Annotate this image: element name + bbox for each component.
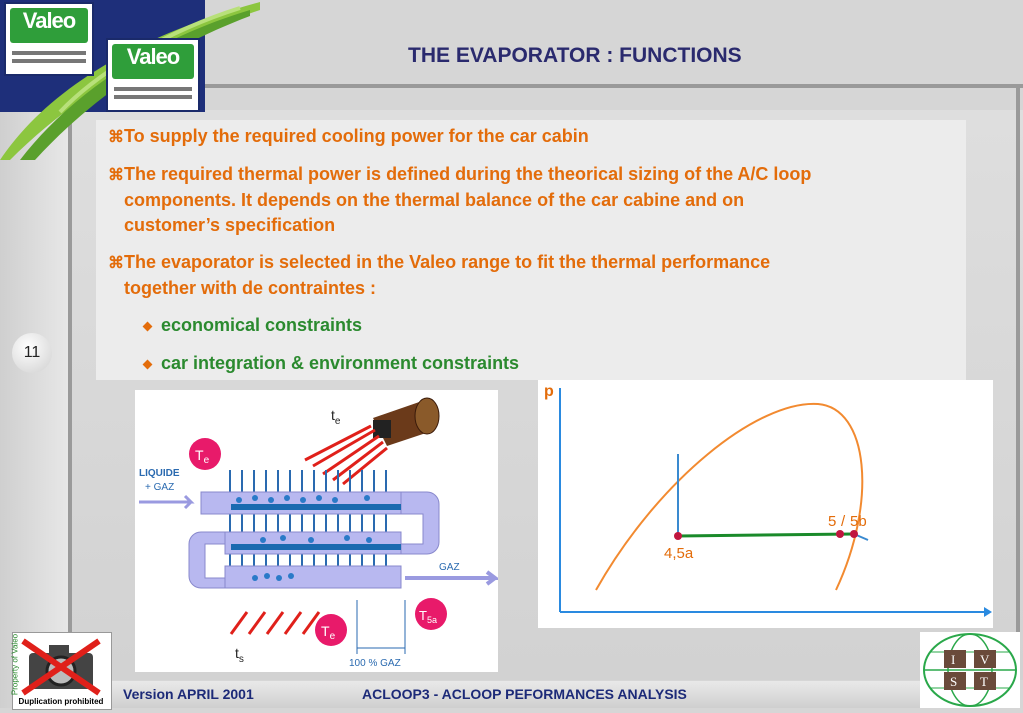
diamond-bullet-icon — [142, 321, 153, 332]
droplets — [236, 495, 372, 581]
Te-circle-bottom — [315, 614, 347, 646]
bullet-marker: ⌘ — [108, 129, 124, 146]
property-label: Property of Valeo — [10, 633, 20, 696]
bullet-marker: ⌘ — [108, 255, 124, 272]
inlet-arrow — [139, 494, 195, 510]
fins — [229, 470, 387, 578]
sub-bullet-1: economical constraints — [142, 315, 363, 336]
content-box — [96, 120, 966, 380]
ts-label: ts — [235, 645, 244, 665]
ivst-letter-i: I — [951, 652, 955, 667]
bullet-1: ⌘To supply the required cooling power fo… — [108, 124, 589, 150]
bullet-text: together with de contraintes : — [124, 278, 377, 298]
ivst-letter-t: T — [980, 674, 988, 689]
Te-circle-label: Te — [195, 447, 210, 466]
liquid-level — [231, 504, 401, 510]
evaporation-line — [677, 532, 855, 538]
no-camera-icon — [21, 638, 101, 696]
slash-label: / — [841, 513, 846, 530]
dimension-line — [356, 600, 406, 654]
gaz-out-label: GAZ — [439, 562, 460, 573]
bullet-text: The required thermal power is defined du… — [124, 164, 812, 184]
frame-left-line — [68, 110, 72, 670]
gaz100-label: 100 % GAZ — [349, 658, 401, 669]
point-5-label: 5 — [828, 513, 836, 530]
bullet-text: components. It depends on the thermal ba… — [124, 190, 745, 210]
point-5b-label: 5b — [850, 513, 867, 530]
te-label: te — [331, 407, 341, 427]
bullet-text: The evaporator is selected in the Valeo … — [124, 252, 771, 272]
liquid-level — [231, 544, 401, 550]
bullet-text: To supply the required cooling power for… — [124, 126, 589, 146]
evaporator-diagram-svg: te Te — [139, 397, 501, 669]
footer-title: ACLOOP3 - ACLOOP PEFORMANCES ANALYSIS — [362, 686, 687, 702]
globe-logo-icon: I V S T — [923, 633, 1017, 707]
page-number: 11 — [12, 333, 52, 373]
logo-area: Valeo Valeo — [0, 0, 260, 160]
point-5 — [836, 530, 844, 538]
evaporator-diagram: te Te — [135, 390, 501, 672]
T5a-circle-label: T5a — [419, 608, 437, 625]
frame-right-line — [1016, 84, 1020, 684]
outlet-arrow — [405, 570, 501, 586]
valeo-logo-large: Valeo — [106, 38, 200, 112]
ivst-letter-s: S — [950, 674, 957, 689]
gaz-in-label: + GAZ — [145, 482, 174, 493]
duplication-label: Duplication prohibited — [18, 697, 104, 706]
footer-version: Version APRIL 2001 — [123, 686, 254, 702]
footer-bar — [110, 681, 920, 708]
bullet-marker: ⌘ — [108, 167, 124, 184]
bullet-2: ⌘The required thermal power is defined d… — [108, 162, 811, 238]
valeo-logo-word: Valeo — [22, 8, 76, 34]
ivst-letter-v: V — [980, 652, 990, 667]
ivst-logo: I V S T — [920, 632, 1020, 708]
sub-bullet-2: car integration & environment constraint… — [142, 353, 520, 374]
diamond-bullet-icon — [142, 359, 153, 370]
bullet-3: ⌘The evaporator is selected in the Valeo… — [108, 250, 770, 301]
x-axis-arrow-icon — [984, 607, 992, 617]
valeo-logo-small: Valeo — [4, 2, 94, 76]
Te-circle-bottom-label: Te — [321, 623, 336, 642]
frame-top-line — [200, 84, 1023, 88]
ph-diagram-svg: p 4,5a 5 5b / — [544, 383, 992, 617]
y-axis-label: p — [544, 383, 554, 400]
incoming-air-arrows — [304, 424, 388, 486]
sub-bullet-text: car integration & environment constraint… — [161, 353, 520, 373]
page-title: THE EVAPORATOR : FUNCTIONS — [408, 44, 742, 67]
outgoing-air-arrows — [229, 611, 321, 635]
point-4-5a — [674, 532, 682, 540]
point-4-5a-label: 4,5a — [664, 545, 694, 562]
valeo-logo-word-2: Valeo — [126, 44, 180, 70]
T5a-circle — [415, 598, 447, 630]
saturation-curve — [595, 402, 864, 591]
ph-diagram: p 4,5a 5 5b / — [538, 380, 993, 628]
point-5b — [850, 530, 858, 538]
liquide-label: LIQUIDE — [139, 468, 180, 479]
sub-bullet-text: economical constraints — [161, 315, 363, 335]
bullet-text: customer’s specification — [124, 215, 336, 235]
Te-circle — [189, 438, 221, 470]
air-blower-icon — [373, 397, 440, 446]
